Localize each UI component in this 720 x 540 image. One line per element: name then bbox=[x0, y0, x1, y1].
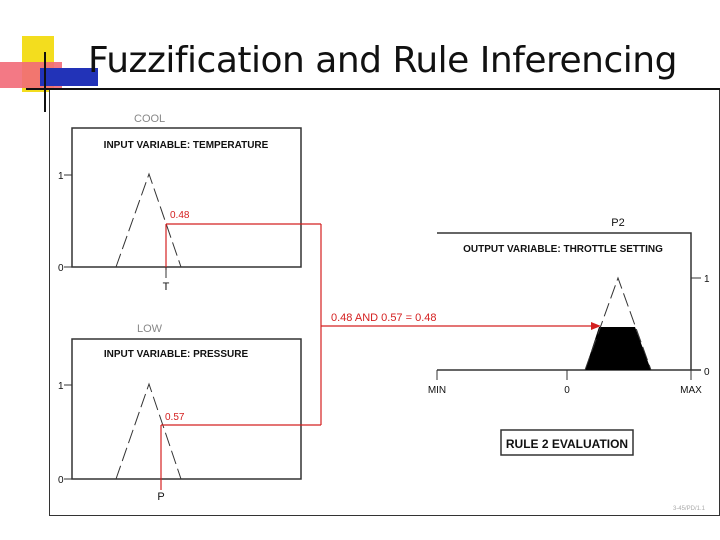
fuzzy-rule-figure: COOL INPUT VARIABLE: TEMPERATURE 1 0 0.4… bbox=[49, 90, 720, 516]
rule-caption-frame bbox=[500, 429, 634, 456]
clipped-output-area bbox=[585, 327, 651, 370]
pressure-y-top: 1 bbox=[58, 381, 64, 392]
pressure-panel: LOW INPUT VARIABLE: PRESSURE 1 0 0.57 P bbox=[58, 323, 321, 503]
pressure-marker-label: P bbox=[157, 491, 164, 503]
pressure-plot-frame bbox=[71, 338, 302, 480]
throttle-y-bottom: 0 bbox=[704, 367, 710, 378]
throttle-panel: P2 OUTPUT VARIABLE: THROTTLE SETTING 1 0… bbox=[428, 217, 710, 396]
throttle-panel-title: OUTPUT VARIABLE: THROTTLE SETTING bbox=[463, 244, 663, 255]
throttle-set-label: P2 bbox=[611, 217, 624, 229]
throttle-x-min: MIN bbox=[428, 385, 446, 396]
throttle-y-top: 1 bbox=[704, 274, 710, 285]
rule-caption-box: RULE 2 EVALUATION bbox=[500, 429, 634, 456]
temperature-panel-title: INPUT VARIABLE: TEMPERATURE bbox=[104, 140, 269, 151]
temperature-membership-value: 0.48 bbox=[170, 210, 190, 221]
slide-title: Fuzzification and Rule Inferencing bbox=[88, 40, 677, 81]
cool-membership-triangle bbox=[115, 172, 182, 268]
pressure-panel-title: INPUT VARIABLE: PRESSURE bbox=[104, 349, 249, 360]
figure-code: 3-45/PD/1.1 bbox=[673, 506, 706, 512]
throttle-plot-frame bbox=[437, 232, 692, 370]
temperature-plot-frame bbox=[71, 127, 302, 268]
low-membership-triangle bbox=[115, 382, 182, 480]
p2-membership-triangle bbox=[584, 276, 652, 371]
temperature-marker-label: T bbox=[163, 281, 170, 293]
temperature-y-bottom: 0 bbox=[58, 263, 64, 274]
pressure-membership-value: 0.57 bbox=[165, 412, 185, 423]
throttle-x-max: MAX bbox=[680, 385, 702, 396]
connector-arrowhead bbox=[591, 322, 601, 330]
decor-vertical-rule bbox=[44, 52, 46, 112]
rule-expression: 0.48 AND 0.57 = 0.48 bbox=[331, 312, 437, 324]
decor-blue-bar bbox=[40, 68, 98, 86]
temperature-set-label: COOL bbox=[134, 113, 165, 125]
title-underline bbox=[26, 88, 720, 90]
rule-caption: RULE 2 EVALUATION bbox=[506, 437, 628, 451]
fuzzy-rule-diagram: COOL INPUT VARIABLE: TEMPERATURE 1 0 0.4… bbox=[58, 113, 710, 512]
temperature-y-top: 1 bbox=[58, 171, 64, 182]
throttle-x-zero: 0 bbox=[564, 385, 570, 396]
pressure-y-bottom: 0 bbox=[58, 475, 64, 486]
temperature-panel: COOL INPUT VARIABLE: TEMPERATURE 1 0 0.4… bbox=[58, 113, 321, 293]
and-connector: 0.48 AND 0.57 = 0.48 bbox=[320, 224, 601, 425]
pressure-set-label: LOW bbox=[137, 323, 163, 335]
